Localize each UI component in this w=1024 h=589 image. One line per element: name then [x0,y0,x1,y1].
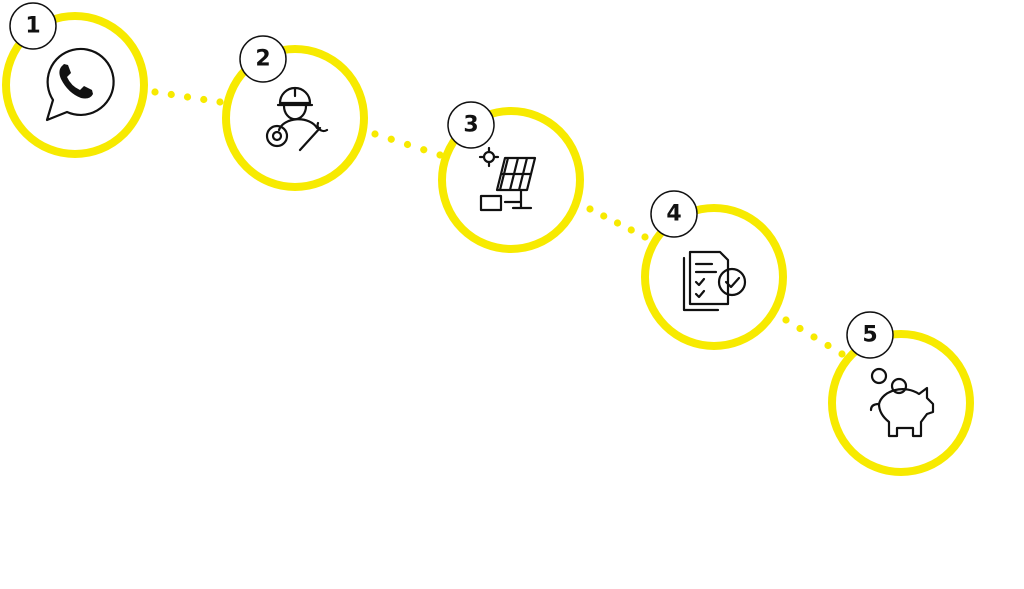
piggy-bank-icon [869,367,935,438]
step-ring [2,12,148,158]
connector-dot [216,98,224,106]
connector-dot [403,140,412,149]
step-ring [828,330,974,476]
connector-dot [838,350,846,358]
step-4: 4 [641,190,787,350]
connector-dot [600,212,608,220]
step-badge [9,2,57,50]
step-badge [650,190,698,238]
connector-dot [586,205,594,213]
connector-dot [613,219,622,227]
connector-dot [627,226,635,234]
whatsapp-icon [45,47,115,122]
connector-dot [183,93,192,101]
connector-dot [420,146,428,154]
step-number: 5 [862,323,877,348]
step-2: 2 [222,35,368,191]
connector-dot [371,130,379,138]
step-number: 2 [255,47,270,72]
technician-icon [265,86,329,152]
step-ring [641,204,787,350]
connector-dot [167,90,175,99]
solar-panel-icon [478,146,537,212]
connector-dot [387,135,395,143]
step-1: 1 [2,2,148,158]
step-number: 4 [666,202,681,227]
step-badge [239,35,287,83]
connector-dot [824,341,832,350]
step-ring [222,45,368,191]
step-3: 3 [438,101,584,253]
connector-dot [782,316,790,324]
connector-dot [151,88,159,96]
connector-dot [810,333,818,341]
step-badge [846,311,894,359]
connector-dot [200,95,208,104]
connector-dot [796,324,804,333]
step-number: 1 [25,14,40,39]
connector-dot [641,233,649,241]
step-number: 3 [463,113,478,138]
connectors [151,88,846,358]
step-5: 5 [828,311,974,476]
step-badge [447,101,495,149]
document-check-icon [682,250,747,312]
